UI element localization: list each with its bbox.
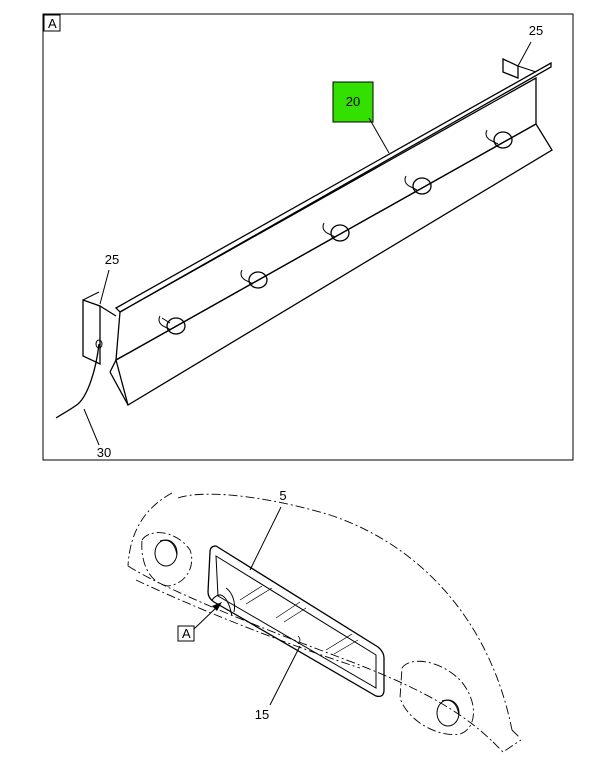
leader-20 bbox=[368, 117, 390, 154]
leader-25-left bbox=[99, 269, 110, 305]
callout-20-label[interactable]: 20 bbox=[346, 94, 360, 109]
wire-harness bbox=[55, 343, 100, 419]
leader-30 bbox=[83, 408, 100, 446]
leader-25-top bbox=[517, 41, 532, 67]
view-a-reference-label[interactable]: A bbox=[182, 626, 191, 641]
callout-15-label[interactable]: 15 bbox=[255, 707, 269, 722]
mounting-rail bbox=[109, 61, 553, 407]
marker-light-left bbox=[141, 532, 193, 587]
marker-light-right bbox=[399, 660, 474, 736]
callout-30-label[interactable]: 30 bbox=[97, 445, 111, 460]
view-a-reference-box[interactable] bbox=[177, 625, 195, 642]
lamp-2 bbox=[240, 269, 268, 289]
cab-outline bbox=[127, 492, 522, 753]
end-bracket-left bbox=[82, 291, 117, 366]
detail-a-label: A bbox=[48, 16, 57, 31]
lamp-5 bbox=[485, 129, 513, 149]
detail-a-frame bbox=[42, 13, 574, 461]
leader-5 bbox=[249, 506, 282, 571]
end-bracket-right bbox=[502, 57, 537, 79]
leader-15 bbox=[269, 645, 301, 706]
callout-5-label[interactable]: 5 bbox=[279, 488, 286, 503]
lamp-4 bbox=[404, 175, 432, 195]
callout-25-top-label[interactable]: 25 bbox=[529, 23, 543, 38]
view-a-arrow-line bbox=[193, 604, 220, 630]
lamp-3 bbox=[322, 222, 350, 242]
callout-20-highlight[interactable] bbox=[332, 81, 374, 123]
lamp-1 bbox=[158, 315, 186, 335]
detail-a-tag bbox=[43, 14, 61, 32]
callout-25-left-label[interactable]: 25 bbox=[105, 252, 119, 267]
view-a-arrowhead bbox=[212, 602, 222, 611]
rear-window bbox=[207, 545, 385, 698]
